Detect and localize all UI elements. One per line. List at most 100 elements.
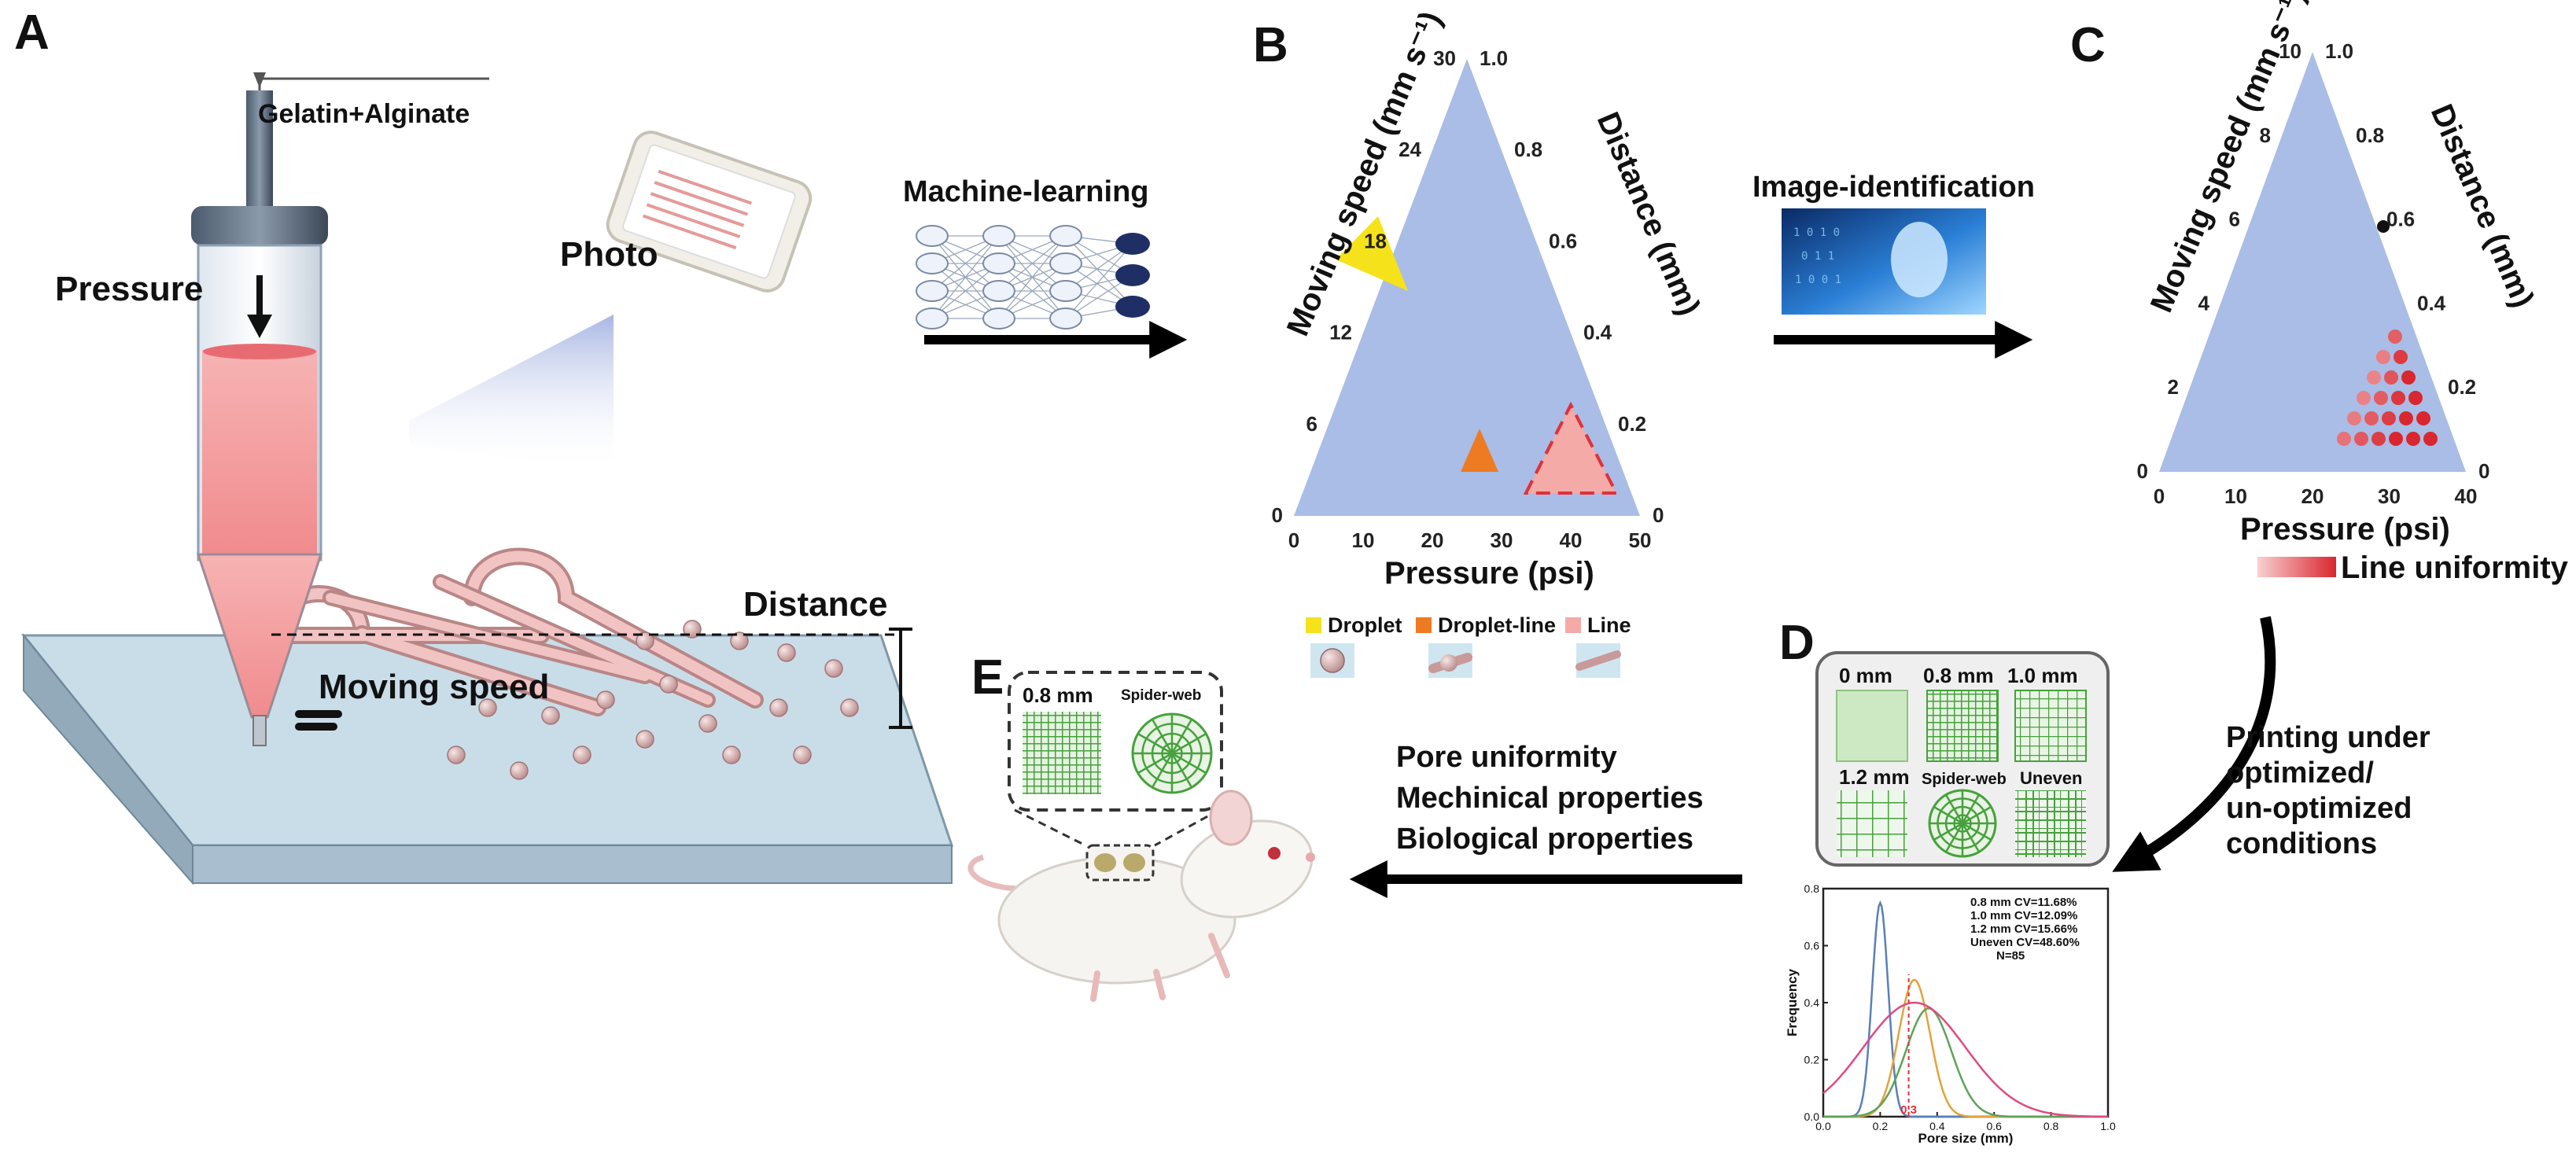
ternary-b-right-axis-label: Distance (mm) xyxy=(1590,107,1707,320)
uniformity-point xyxy=(2388,329,2402,344)
arrow-c-to-d xyxy=(2112,616,2276,872)
cv-line: 0.8 mm CV=11.68% xyxy=(1970,896,2077,909)
pattern-label-0mm: 0 mm xyxy=(1839,664,1892,687)
machine-learning-step: Machine-learning xyxy=(903,175,1188,359)
nn-node xyxy=(916,307,949,329)
implant-label-0-8mm: 0.8 mm xyxy=(1023,683,1093,707)
bottom-tick-label: 0 xyxy=(2154,484,2165,508)
scaffold-1-2mm xyxy=(1837,790,1907,857)
left-tick-label: 6 xyxy=(1306,412,1317,436)
bottom-tick-label: 0 xyxy=(1288,528,1299,552)
left-tick-label: 4 xyxy=(2198,291,2210,315)
ternary-b-right-ticks: 00.20.40.60.81.0 xyxy=(1480,46,1664,527)
droplet-line-region xyxy=(1461,429,1498,472)
printing-line-2: optimized/ xyxy=(2226,757,2374,790)
right-tick-label: 1.0 xyxy=(1480,46,1508,70)
uniformity-point xyxy=(2337,432,2351,446)
scaffold-0-8mm xyxy=(1926,690,1999,762)
pressure-arrow-icon xyxy=(247,315,272,338)
property-labels: Pore uniformity Mechinical properties Bi… xyxy=(1396,741,1704,856)
uniformity-point xyxy=(2384,370,2398,385)
uniformity-point xyxy=(2364,411,2379,425)
nn-node xyxy=(1049,225,1082,247)
y-tick-label: 0.6 xyxy=(1804,940,1820,952)
right-tick-label: 1.0 xyxy=(2325,39,2353,63)
pattern-label-1-2mm: 1.2 mm xyxy=(1839,765,1910,789)
uniformity-point xyxy=(2394,350,2408,364)
bottom-tick-label: 20 xyxy=(2301,484,2324,508)
y-axis-label: Frequency xyxy=(1785,968,1800,1036)
bottom-tick-label: 30 xyxy=(2378,484,2401,508)
left-tick-label: 18 xyxy=(1364,229,1387,252)
nn-node xyxy=(982,252,1015,274)
left-tick-label: 8 xyxy=(2260,123,2271,147)
left-tick-label: 0 xyxy=(1272,503,1283,527)
nn-output-node xyxy=(1115,233,1150,255)
pattern-label-uneven: Uneven xyxy=(2020,768,2082,788)
uniformity-point xyxy=(2376,350,2390,364)
series-line-uneven xyxy=(1822,1001,2108,1118)
uniformity-point xyxy=(2382,411,2396,425)
uniformity-point xyxy=(2391,391,2405,405)
legend-swatch-droplet xyxy=(1306,617,1321,633)
mechanical-properties-label: Mechinical properties xyxy=(1396,782,1704,815)
image-identification-label: Image-identification xyxy=(1752,171,2035,204)
line-region xyxy=(1523,401,1620,495)
nozzle xyxy=(252,715,267,746)
panel-e: E 0.8 mm Spider-web xyxy=(967,650,1315,1002)
bottom-tick-label: 50 xyxy=(1629,528,1652,552)
printed-droplets xyxy=(447,620,859,780)
y-tick-label: 0.0 xyxy=(1804,1110,1820,1123)
nn-node xyxy=(982,307,1015,329)
right-tick-label: 0.6 xyxy=(2386,208,2415,231)
rat-paws xyxy=(1090,933,1230,1002)
panel-label-a: A xyxy=(14,6,50,60)
uniformity-point xyxy=(2389,432,2403,446)
nn-node xyxy=(916,225,949,247)
bottom-tick-label: 30 xyxy=(1491,528,1513,552)
nn-node xyxy=(1049,252,1082,274)
implant-scaffold-spider-web xyxy=(1131,712,1213,794)
svg-text:1 0 1 0: 1 0 1 0 xyxy=(1793,226,1840,239)
panel-label-b: B xyxy=(1253,18,1288,72)
right-tick-label: 0.2 xyxy=(2448,375,2476,399)
uniformity-point xyxy=(2357,391,2371,405)
cv-line: 1.0 mm CV=12.09% xyxy=(1970,909,2077,922)
panel-label-d: D xyxy=(1779,616,1815,670)
ternary-c-bottom-ticks: 0 10 20 30 40 xyxy=(2154,484,2478,508)
rat-eye xyxy=(1268,847,1281,860)
right-tick-label: 0.4 xyxy=(2417,291,2446,315)
svg-text:0 1 1: 0 1 1 xyxy=(1801,250,1834,263)
uniformity-point xyxy=(2408,391,2423,405)
left-tick-label: 30 xyxy=(1433,46,1456,70)
ternary-c-right-axis-label: Distance (mm) xyxy=(2424,99,2541,312)
printing-line-3: un-optimized xyxy=(2226,792,2412,825)
left-tick-label: 12 xyxy=(1329,321,1352,344)
left-tick-label: 10 xyxy=(2279,39,2301,63)
nn-node xyxy=(1049,280,1082,302)
camera-beam xyxy=(409,315,614,472)
optimal-point xyxy=(2377,220,2390,233)
cv-line: N=85 xyxy=(1996,949,2025,963)
left-tick-label: 6 xyxy=(2229,208,2240,231)
right-tick-label: 0.2 xyxy=(1618,412,1646,436)
x-tick-label: 0.8 xyxy=(2043,1120,2059,1132)
x-tick-label: 0.4 xyxy=(1929,1120,1945,1132)
printing-line-1: Printing under xyxy=(2226,721,2430,754)
scaffold-spider-web xyxy=(1928,789,1997,858)
bottom-tick-label: 40 xyxy=(2455,484,2478,508)
x-tick-label: 0.6 xyxy=(1986,1120,2002,1132)
left-tick-label: 0 xyxy=(2137,459,2148,483)
series-line-1-2-mm xyxy=(1823,1007,2108,1118)
syringe-cap xyxy=(191,206,328,245)
panel-label-c: C xyxy=(2070,18,2106,72)
right-tick-label: 0.4 xyxy=(1583,321,1612,344)
pattern-label-spider-web: Spider-web xyxy=(1922,771,2007,788)
bottom-tick-label: 10 xyxy=(2224,484,2247,508)
legend-label-droplet-line: Droplet-line xyxy=(1438,613,1556,637)
scaffold-1-0mm xyxy=(2014,690,2087,762)
machine-learning-label: Machine-learning xyxy=(903,175,1149,208)
